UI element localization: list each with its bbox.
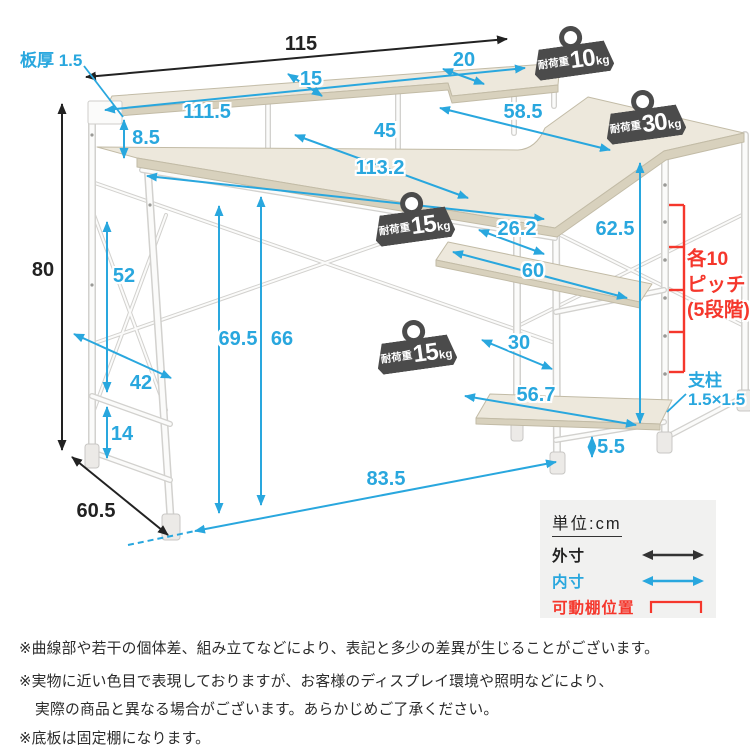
dim-60: 60 — [521, 260, 545, 282]
board-thickness-label: 板厚 1.5 — [20, 51, 83, 70]
legend-row-movable-shelf: 可動棚位置 — [552, 598, 704, 617]
dim-62-5: 62.5 — [595, 218, 635, 240]
legend-row-inner: 内寸 — [552, 572, 704, 591]
dim-42: 42 — [129, 372, 153, 394]
dim-56-7: 56.7 — [516, 384, 556, 406]
dim-52: 52 — [112, 265, 136, 287]
unit-label: 単位:cm — [552, 510, 622, 537]
feet — [84, 389, 750, 541]
dim-69-5: 69.5 — [218, 328, 258, 350]
dim-113-2: 113.2 — [355, 157, 405, 179]
footnote-2-continued: 実際の商品と異なる場合がございます。あらかじめご了承ください。 — [35, 702, 499, 718]
movable-shelf-bracket — [669, 203, 686, 374]
dim-20: 20 — [452, 49, 476, 71]
dim-8-5: 8.5 — [132, 127, 160, 149]
desk-line-art — [57, 35, 750, 546]
legend-row-outer: 外寸 — [552, 546, 704, 565]
dim-58-5: 58.5 — [503, 101, 543, 123]
dim-66: 66 — [270, 328, 294, 350]
inner-dimension-lines — [73, 64, 687, 546]
legend-box: 単位:cm 外寸 内寸 可動棚位置 — [540, 500, 716, 618]
footnote-3: ※底板は固定棚になります。 — [19, 731, 211, 747]
dim-14: 14 — [110, 423, 134, 445]
shelf-pitch-note: 各10 ピッチ (5段階) — [687, 248, 750, 321]
dim-111-5: 111.5 — [183, 101, 231, 123]
dim-5-5: 5.5 — [597, 436, 625, 458]
dim-30: 30 — [507, 332, 531, 354]
dim-45: 45 — [373, 120, 397, 142]
pillar-size-note: 支柱 1.5×1.5 — [688, 371, 746, 409]
footnote-1: ※曲線部や若干の個体差、組み立てなどにより、表記と多少の差異が生じることがござい… — [19, 641, 660, 657]
dim-83-5: 83.5 — [366, 468, 406, 490]
dim-80: 80 — [31, 259, 55, 281]
footnote-2: ※実物に近い色目で表現しておりますが、お客様のディスプレイ環境や照明などにより、 — [19, 674, 614, 690]
inner-dimension-arrow-icon — [642, 575, 704, 586]
dim-60-5: 60.5 — [76, 500, 116, 522]
dim-26-2: 26.2 — [497, 218, 537, 240]
dim-115: 115 — [284, 33, 318, 55]
outer-dimension-arrow-icon — [642, 549, 704, 560]
dim-15: 15 — [299, 68, 323, 90]
movable-shelf-bracket-icon — [649, 600, 703, 613]
